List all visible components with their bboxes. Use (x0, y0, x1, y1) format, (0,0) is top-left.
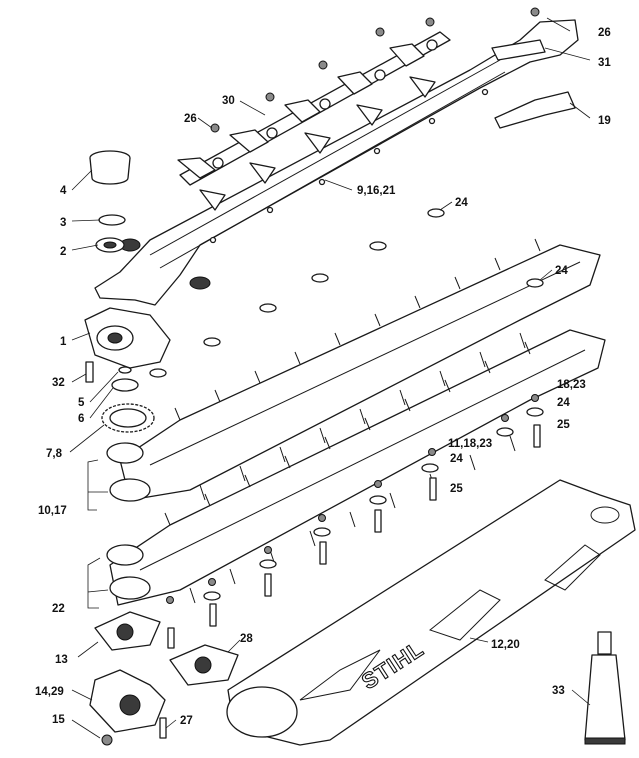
callout-25-a: 25 (557, 419, 570, 431)
gear-wheel-7 (101, 403, 155, 433)
plate-19 (494, 91, 576, 129)
callout-27: 27 (180, 715, 193, 727)
leader-lines (69, 17, 591, 739)
callout-19: 19 (598, 115, 611, 127)
callout-14-29: 14,29 (35, 686, 64, 698)
callout-13: 13 (55, 654, 68, 666)
washer-6 (111, 378, 139, 392)
callout-25-b: 25 (450, 483, 463, 495)
screws-25 (167, 424, 541, 649)
washers-24 (149, 208, 544, 601)
callout-10-17: 10,17 (38, 505, 67, 517)
blade-teeth (164, 238, 541, 604)
callout-33: 33 (552, 685, 565, 697)
callout-9-16-21: 9,16,21 (357, 185, 396, 197)
callout-26-left: 26 (184, 113, 197, 125)
cutting-blade-upper (119, 244, 601, 501)
top-nuts (210, 7, 540, 133)
small-nuts (166, 394, 539, 604)
callout-11-18-23: 11,18,23 (448, 438, 492, 450)
callout-28: 28 (240, 633, 253, 645)
top-comb-rail (177, 31, 451, 211)
bearing-cup-4 (89, 150, 131, 185)
callout-24-a: 24 (455, 197, 468, 209)
cover-14 (89, 669, 166, 733)
callout-15: 15 (52, 714, 65, 726)
callout-31: 31 (598, 57, 611, 69)
callout-4: 4 (60, 185, 67, 197)
callout-26-top: 26 (598, 27, 611, 39)
plate-31 (491, 39, 546, 61)
callout-22: 22 (52, 603, 65, 615)
snap-ring-3 (98, 214, 126, 226)
callout-30: 30 (222, 95, 235, 107)
callout-labels: 26 31 19 30 26 4 3 2 9,16,21 24 24 1 32 … (35, 27, 611, 727)
callout-24-b: 24 (555, 265, 568, 277)
cutting-blade-lower (109, 329, 606, 606)
callout-24-d: 24 (450, 453, 463, 465)
blade-end-loops (106, 442, 151, 600)
callout-1: 1 (60, 336, 67, 348)
callout-5: 5 (78, 397, 85, 409)
washer-5 (118, 366, 132, 374)
callout-2: 2 (60, 246, 66, 258)
callout-6: 6 (78, 413, 84, 425)
ball-bearing-2 (95, 237, 125, 253)
callout-3: 3 (60, 217, 66, 229)
callout-18-23-right: 18,23 (557, 379, 586, 391)
gear-housing-1 (84, 307, 171, 369)
callout-7-8: 7,8 (46, 448, 63, 460)
callout-32: 32 (52, 377, 65, 389)
clamp-plate-13 (94, 611, 161, 651)
blade-scabbard: STIHL (226, 479, 636, 746)
callout-12-20: 12,20 (491, 639, 520, 651)
screw-32 (85, 361, 94, 383)
callout-24-c: 24 (557, 397, 570, 409)
nut-15 (101, 734, 113, 746)
clamp-plate-28 (169, 644, 239, 686)
blade-guard-bar (94, 19, 579, 306)
screw-27 (159, 717, 167, 739)
grease-tube-33 (584, 631, 626, 745)
